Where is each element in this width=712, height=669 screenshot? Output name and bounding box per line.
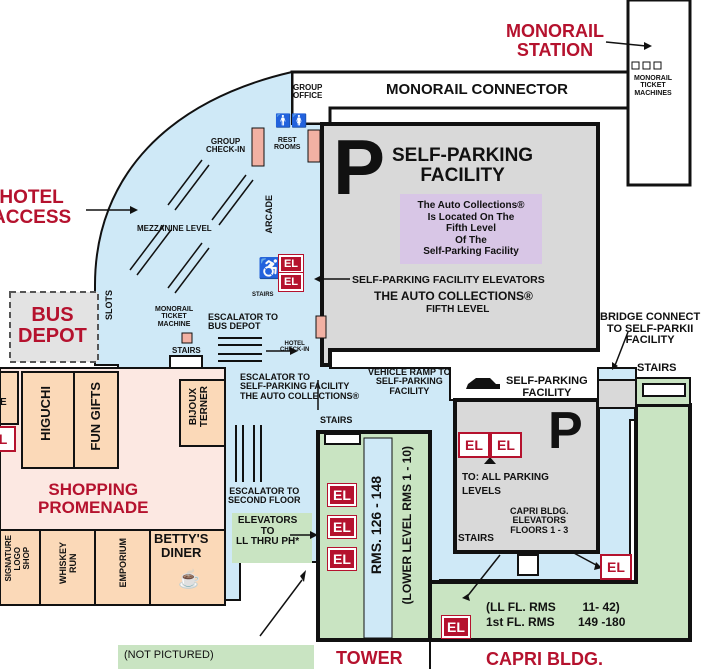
first-fl-rooms-label: 1st FL. RMS 149 -180: [486, 615, 626, 629]
shop-edge-left: [0, 371, 19, 425]
bus-depot-area: [9, 291, 99, 363]
self-parking-small-label: SELF-PARKING FACILITY: [506, 375, 588, 399]
escalator-self-parking-label: ESCALATOR TO SELF-PARKING FACILITY THE A…: [240, 372, 360, 401]
hotel-access-label: HOTEL ACCESS: [0, 187, 72, 228]
stairs-right-label: STAIRS: [637, 362, 677, 374]
group-checkin-booth: [251, 127, 265, 167]
emporium-label: EMPORIUM: [118, 538, 128, 588]
monorail-station-label: MONORAIL STATION: [506, 21, 604, 60]
coffee-icon: ☕: [178, 569, 201, 589]
tower-rooms-label: RMS. 126 - 148: [368, 476, 384, 575]
el-badge-tower-2: EL: [327, 515, 357, 539]
rest-rooms-label: REST ROOMS: [274, 137, 301, 152]
stairs-small-label: STAIRS: [252, 292, 274, 298]
shop-higuchi: [21, 371, 75, 469]
capri-elevators-label: CAPRI BLDG. ELEVATORS FLOORS 1 - 3: [510, 506, 569, 535]
not-pictured-box: [118, 645, 314, 669]
escalator-bus-depot: [218, 337, 262, 362]
vehicle-ramp-label: VEHICLE RAMP TO SELF-PARKING FACILITY: [368, 367, 451, 396]
stairs-right-marker: [642, 383, 686, 397]
monorail-ticket-box-2: [642, 61, 651, 70]
shop-bijoux: [179, 379, 226, 447]
stairs-capri-label: STAIRS: [458, 533, 494, 544]
elevators-ph-box: [232, 513, 312, 563]
escalator-bus-depot-label: ESCALATOR TO BUS DEPOT: [208, 312, 279, 332]
stairs-capri-marker: [517, 554, 539, 576]
stairs-left-marker: [169, 355, 203, 369]
group-check-in-label: GROUP CHECK-IN: [206, 137, 246, 155]
edge-e-label: E: [0, 397, 7, 408]
monorail-connector: [290, 70, 630, 126]
signature-logo-shop-label: SIGNATURE LOGO SHOP: [4, 535, 31, 582]
wheelchair-icon: ♿: [258, 258, 283, 280]
el-badge-capri-right: EL: [600, 554, 632, 580]
escalators-diagonal: [129, 159, 254, 294]
el-badge-tower-1: EL: [327, 483, 357, 507]
bijoux-terner-label: BIJOUX TERNER: [188, 386, 210, 428]
el-badge-edge: L: [0, 426, 16, 452]
shopping-promenade-label: SHOPPING PROMENADE: [38, 480, 149, 517]
restroom-icon: 🚹🚺: [275, 113, 308, 128]
el-badge-parking-2: EL: [490, 432, 522, 458]
el-badge-wheelchair-1: EL: [278, 254, 304, 274]
slots-label: SLOTS: [104, 290, 114, 321]
whiskey-run-label: WHISKEY RUN: [58, 542, 78, 585]
parking-elevators-label: SELF-PARKING FACILITY ELEVATORS: [352, 274, 545, 286]
mezzanine-level-label: MEZZANINE LEVEL: [137, 224, 212, 233]
group-office-booth: [307, 129, 321, 163]
stairs-left-label: STAIRS: [172, 346, 201, 355]
ll-fl-rooms-label: (LL FL. RMS 11- 42): [486, 600, 620, 614]
parking-symbol-large: P: [333, 123, 386, 211]
monorail-ticket-box-1: [631, 61, 640, 70]
escalator-second-floor: [235, 425, 262, 482]
arcade-label: ARCADE: [264, 195, 274, 234]
el-badge-tower-3: EL: [327, 547, 357, 571]
lower-parking-section: [453, 398, 600, 554]
fifth-level-label: FIFTH LEVEL: [426, 304, 490, 315]
hotel-check-in-label: HOTEL CHECK-IN: [280, 341, 310, 354]
elevators-ph-label: ELEVATORS TO LL THRU PH*: [236, 515, 300, 547]
group-office-label: GROUP OFFICE: [293, 83, 323, 101]
escalator-second-floor-label: ESCALATOR TO SECOND FLOOR: [228, 486, 301, 506]
auto-collections-box: [400, 194, 542, 264]
self-parking-title: SELF-PARKING FACILITY: [392, 145, 534, 186]
shop-fun-gifts: [73, 371, 119, 469]
el-badge-parking-1: EL: [458, 432, 490, 458]
monorail-ticket-machines-label: MONORAIL TICKET MACHINES: [633, 75, 673, 97]
car-icon: [466, 378, 500, 389]
capri-bldg-label: CAPRI BLDG.: [486, 649, 603, 669]
hotel-checkin-booth: [315, 315, 327, 339]
el-badge-capri: EL: [441, 615, 471, 639]
bridge-connector-label: BRIDGE CONNECT TO SELF-PARKII FACILITY: [600, 311, 701, 347]
auto-collections-note: The Auto Collections® Is Located On The …: [417, 200, 525, 257]
lower-level-rooms-label: (LOWER LEVEL RMS 1 - 10): [400, 446, 414, 605]
tower-blue-strip: [363, 437, 393, 639]
stairs-tower-marker: [324, 433, 361, 445]
fun-gifts-label: FUN GIFTS: [88, 382, 103, 451]
arrow-heads: [130, 42, 652, 601]
ticket-machine-booth: [181, 332, 193, 344]
not-pictured-label: (NOT PICTURED): [124, 649, 214, 661]
arrows: [86, 41, 647, 637]
monorail-ticket-machine-label: MONORAIL TICKET MACHINE: [155, 306, 194, 328]
parking-symbol-small: P: [548, 402, 583, 460]
shop-bettys: [149, 529, 226, 606]
tower-label: TOWER: [336, 648, 403, 668]
monorail-connector-label: MONORAIL CONNECTOR: [386, 81, 568, 98]
stairs-tower-label: STAIRS: [320, 415, 353, 425]
to-all-parking-label: TO: ALL PARKING LEVELS: [462, 472, 549, 497]
stairs-gray-block: [597, 379, 637, 409]
monorail-ticket-box-3: [653, 61, 662, 70]
auto-collections-main: THE AUTO COLLECTIONS®: [374, 289, 533, 303]
bus-depot-label: BUS DEPOT: [18, 304, 87, 347]
bettys-diner-label: BETTY'S DINER: [154, 531, 209, 560]
higuchi-label: HIGUCHI: [38, 386, 53, 441]
el-badge-wheelchair-2: EL: [278, 272, 304, 292]
